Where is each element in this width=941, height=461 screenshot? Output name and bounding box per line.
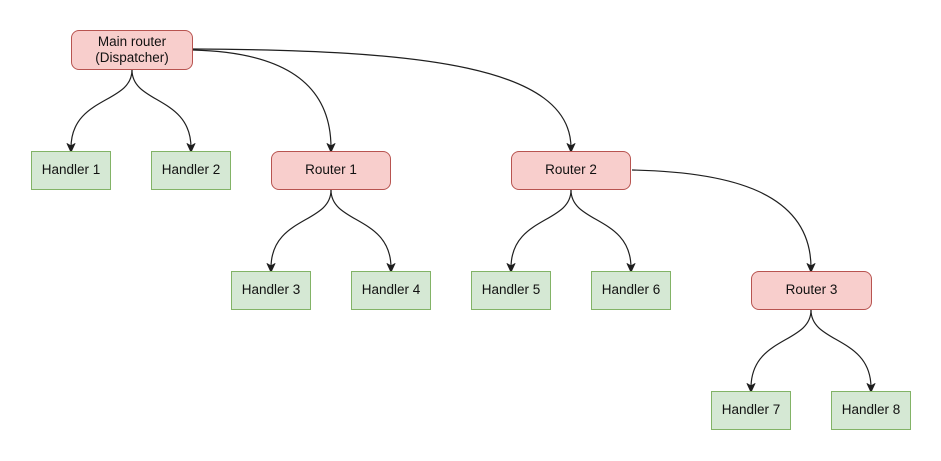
- node-router1[interactable]: Router 1: [271, 151, 391, 190]
- node-handler2[interactable]: Handler 2: [151, 151, 231, 190]
- edge-main-to-router2: [192, 48, 576, 153]
- node-label-main: Main router (Dispatcher): [95, 33, 169, 65]
- node-handler8[interactable]: Handler 8: [831, 391, 911, 430]
- node-router3[interactable]: Router 3: [751, 271, 872, 310]
- node-handler1[interactable]: Handler 1: [31, 151, 111, 190]
- edge-router2-to-handler5: [506, 189, 572, 273]
- edge-main-to-router1: [192, 49, 336, 153]
- edge-router3-to-handler8: [810, 309, 876, 393]
- edge-router1-to-handler4: [330, 189, 396, 273]
- node-label-handler8: Handler 8: [841, 402, 901, 418]
- edge-main-to-handler1: [66, 69, 133, 153]
- edges-group: [66, 48, 876, 393]
- node-label-handler1: Handler 1: [41, 162, 101, 178]
- node-label-handler4: Handler 4: [361, 282, 421, 298]
- node-label-router3: Router 3: [785, 282, 838, 298]
- edge-router2-to-router3: [631, 169, 816, 273]
- node-label-handler3: Handler 3: [241, 282, 301, 298]
- node-handler3[interactable]: Handler 3: [231, 271, 311, 310]
- node-handler5[interactable]: Handler 5: [471, 271, 551, 310]
- node-handler7[interactable]: Handler 7: [711, 391, 791, 430]
- node-label-router1: Router 1: [305, 162, 357, 178]
- edge-router3-to-handler7: [746, 309, 812, 393]
- node-main[interactable]: Main router (Dispatcher): [71, 30, 193, 70]
- node-handler6[interactable]: Handler 6: [591, 271, 671, 310]
- node-label-handler6: Handler 6: [601, 282, 661, 298]
- edge-main-to-handler2: [131, 69, 196, 153]
- node-router2[interactable]: Router 2: [511, 151, 631, 190]
- edge-router1-to-handler3: [266, 189, 332, 273]
- node-label-handler5: Handler 5: [481, 282, 541, 298]
- node-label-handler2: Handler 2: [161, 162, 221, 178]
- node-label-router2: Router 2: [545, 162, 597, 178]
- node-label-handler7: Handler 7: [721, 402, 781, 418]
- node-handler4[interactable]: Handler 4: [351, 271, 431, 310]
- edge-router2-to-handler6: [570, 189, 636, 273]
